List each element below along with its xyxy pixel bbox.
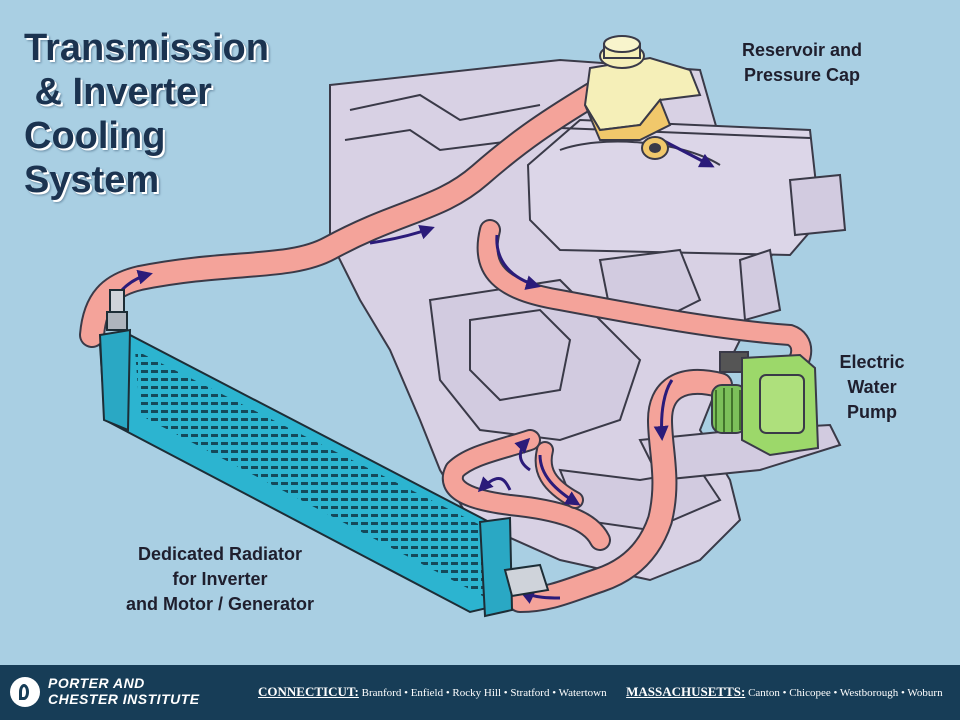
radiator-label-line-3: and Motor / Generator <box>125 594 314 614</box>
radiator-label-line-1: Dedicated Radiator <box>137 544 303 564</box>
reservoir-label-line-1: Reservoir and <box>741 40 863 60</box>
pump-label-line-1: Electric <box>839 352 905 372</box>
slide-title: Transmission & Inverter Cooling System <box>24 26 269 202</box>
title-line-4: System <box>24 159 160 201</box>
flow-arrow <box>477 476 512 493</box>
connecticut-state: CONNECTICUT: <box>258 684 359 699</box>
reservoir-label-line-2: Pressure Cap <box>743 65 861 85</box>
institute-name-line-2: CHESTER INSTITUTE <box>48 691 200 707</box>
radiator-label: Dedicated Radiator for Inverter and Moto… <box>70 542 370 617</box>
title-line-1: Transmission <box>24 27 269 69</box>
flow-arrow <box>369 225 435 245</box>
dedicated-radiator <box>98 289 550 618</box>
massachusetts-cities: Canton • Chicopee • Westborough • Woburn <box>748 687 943 699</box>
massachusetts-state: MASSACHUSETTS: <box>626 684 746 699</box>
flow-arrow <box>653 379 674 441</box>
pump-label-line-2: Water <box>847 377 897 397</box>
coolant-reservoir <box>583 35 702 160</box>
institute-logo-icon <box>10 677 40 707</box>
title-line-2: & Inverter <box>24 71 212 113</box>
radiator-label-line-2: for Inverter <box>172 569 268 589</box>
electric-water-pump <box>711 351 820 457</box>
flow-arrow <box>495 234 541 290</box>
flow-arrow <box>538 454 581 506</box>
title-line-3: Cooling <box>24 115 166 157</box>
reservoir-label: Reservoir and Pressure Cap <box>712 38 892 88</box>
flow-arrow <box>661 138 715 168</box>
flow-arrow <box>514 437 531 472</box>
pump-label-line-3: Pump <box>846 402 897 422</box>
connecticut-cities: Branford • Enfield • Rocky Hill • Stratf… <box>361 687 607 699</box>
campus-locations: CONNECTICUT: Branford • Enfield • Rocky … <box>258 684 943 700</box>
cooling-system-diagram <box>79 35 847 618</box>
institute-name: PORTER AND CHESTER INSTITUTE <box>48 675 200 707</box>
institute-name-line-1: PORTER AND <box>48 675 145 691</box>
pump-label: Electric Water Pump <box>812 350 932 425</box>
footer-bar: PORTER AND CHESTER INSTITUTE CONNECTICUT… <box>0 665 960 720</box>
